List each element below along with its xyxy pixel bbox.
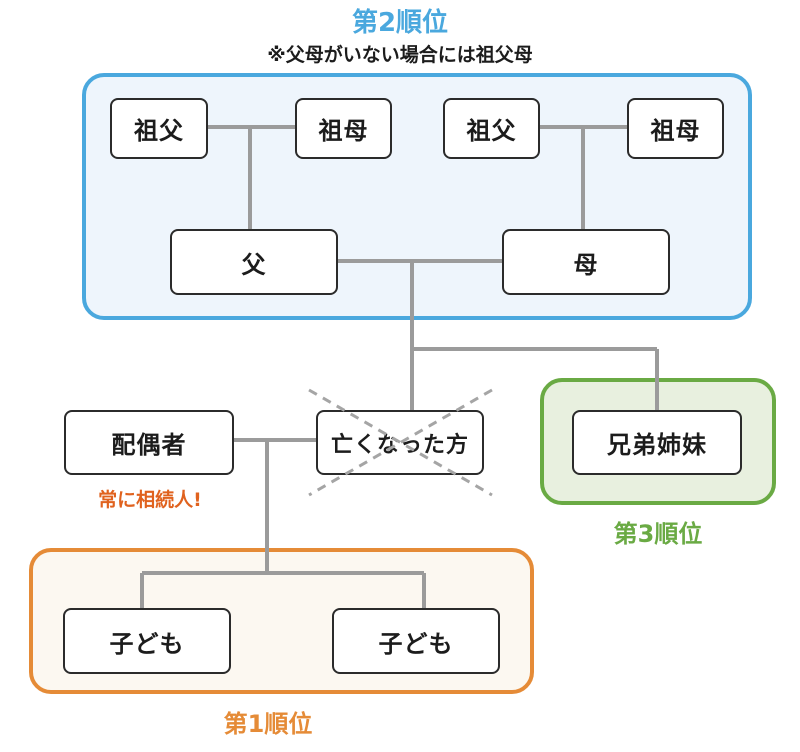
node-maternal-grandmother: 祖母 [627, 98, 724, 159]
node-father: 父 [170, 229, 338, 295]
node-child-1: 子ども [63, 608, 231, 674]
node-deceased: 亡くなった方 [316, 410, 484, 475]
node-maternal-grandfather: 祖父 [443, 98, 540, 159]
spouse-note: 常に相続人! [98, 489, 202, 511]
node-spouse: 配偶者 [64, 410, 234, 475]
node-paternal-grandfather: 祖父 [110, 98, 208, 159]
third-rank-label: 第3順位 [613, 520, 703, 548]
node-siblings: 兄弟姉妹 [572, 410, 742, 475]
node-mother: 母 [502, 229, 670, 295]
node-paternal-grandmother: 祖母 [295, 98, 392, 159]
second-rank-label: 第2順位 [351, 8, 449, 38]
second-rank-note: ※父母がいない場合には祖父母 [267, 44, 533, 66]
first-rank-label: 第1順位 [223, 710, 313, 738]
node-child-2: 子ども [332, 608, 500, 674]
